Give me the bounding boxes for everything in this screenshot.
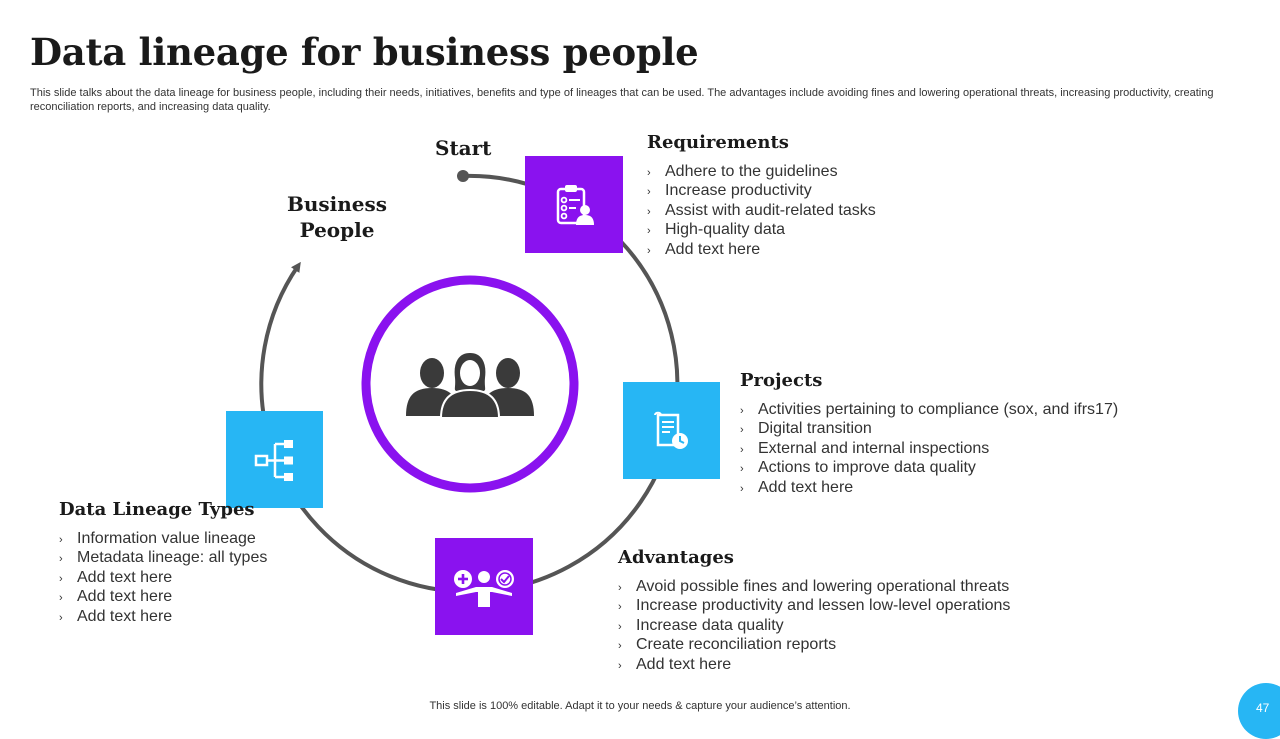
list-item: ›Assist with audit-related tasks	[647, 201, 876, 220]
chevron-right-icon: ›	[740, 443, 744, 456]
list-item: ›Metadata lineage: all types	[59, 548, 267, 567]
chevron-right-icon: ›	[647, 244, 651, 257]
business-people-label: Business People	[262, 191, 412, 243]
chevron-right-icon: ›	[618, 640, 622, 653]
list-item: ›External and internal inspections	[740, 439, 1118, 458]
projects-list: ›Activities pertaining to compliance (so…	[740, 400, 1118, 497]
list-item: ›Adhere to the guidelines	[647, 162, 876, 181]
advantages-list: ›Avoid possible fines and lowering opera…	[618, 577, 1010, 674]
chevron-right-icon: ›	[618, 601, 622, 614]
chevron-right-icon: ›	[647, 167, 651, 179]
chevron-right-icon: ›	[59, 572, 63, 585]
chevron-right-icon: ›	[618, 620, 622, 633]
chevron-right-icon: ›	[647, 205, 651, 218]
list-item: ›Actions to improve data quality	[740, 458, 1118, 477]
start-dot	[457, 170, 469, 182]
list-item: ›Increase productivity and lessen low-le…	[618, 596, 1010, 615]
chevron-right-icon: ›	[647, 225, 651, 238]
list-item: ›Avoid possible fines and lowering opera…	[618, 577, 1010, 596]
clipboard-person-icon	[556, 184, 594, 225]
chevron-right-icon: ›	[59, 592, 63, 605]
list-item: ›High-quality data	[647, 220, 876, 239]
chevron-right-icon: ›	[618, 582, 622, 594]
cycle-diagram	[259, 170, 680, 594]
page-number: 47	[1256, 701, 1270, 715]
advantages-heading: Advantages	[618, 547, 734, 568]
lineage-types-icon-box	[226, 411, 323, 508]
list-item: ›Increase data quality	[618, 616, 1010, 635]
requirements-heading: Requirements	[647, 132, 789, 153]
chevron-right-icon: ›	[740, 424, 744, 437]
list-item: ›Add text here	[740, 478, 1118, 497]
business-people-label-line2: People	[299, 218, 375, 242]
chevron-right-icon: ›	[59, 553, 63, 566]
list-item: ›Add text here	[59, 568, 267, 587]
footer-note: This slide is 100% editable. Adapt it to…	[429, 700, 851, 712]
chevron-right-icon: ›	[59, 611, 63, 624]
page-number-badge: 47	[1238, 683, 1280, 739]
chevron-right-icon: ›	[740, 463, 744, 476]
requirements-list: ›Adhere to the guidelines ›Increase prod…	[647, 162, 876, 259]
requirements-icon-box	[525, 156, 623, 253]
list-item: ›Activities pertaining to compliance (so…	[740, 400, 1118, 419]
lineage-types-list: ›Information value lineage ›Metadata lin…	[59, 529, 267, 626]
chevron-right-icon: ›	[740, 405, 744, 417]
chevron-right-icon: ›	[647, 186, 651, 199]
start-label: Start	[435, 136, 492, 160]
lineage-types-heading: Data Lineage Types	[59, 499, 255, 520]
list-item: ›Add text here	[647, 240, 876, 259]
business-people-label-line1: Business	[286, 192, 388, 216]
list-item: ›Information value lineage	[59, 529, 267, 548]
business-people-icon	[406, 350, 534, 419]
advantages-icon-box	[435, 538, 533, 635]
projects-icon-box	[623, 382, 720, 479]
page-subtitle: This slide talks about the data lineage …	[30, 87, 1214, 113]
list-item: ›Digital transition	[740, 419, 1118, 438]
chevron-right-icon: ›	[618, 659, 622, 672]
hierarchy-icon	[254, 439, 293, 481]
projects-heading: Projects	[740, 370, 823, 391]
person-plus-check-icon	[454, 569, 514, 607]
page-title: Data lineage for business people	[30, 30, 699, 74]
list-item: ›Add text here	[618, 655, 1010, 674]
chevron-right-icon: ›	[59, 534, 63, 546]
chevron-right-icon: ›	[740, 482, 744, 495]
list-item: ›Create reconciliation reports	[618, 635, 1010, 654]
list-item: ›Add text here	[59, 607, 267, 626]
document-clock-icon	[653, 411, 688, 449]
list-item: ›Increase productivity	[647, 181, 876, 200]
list-item: ›Add text here	[59, 587, 267, 606]
